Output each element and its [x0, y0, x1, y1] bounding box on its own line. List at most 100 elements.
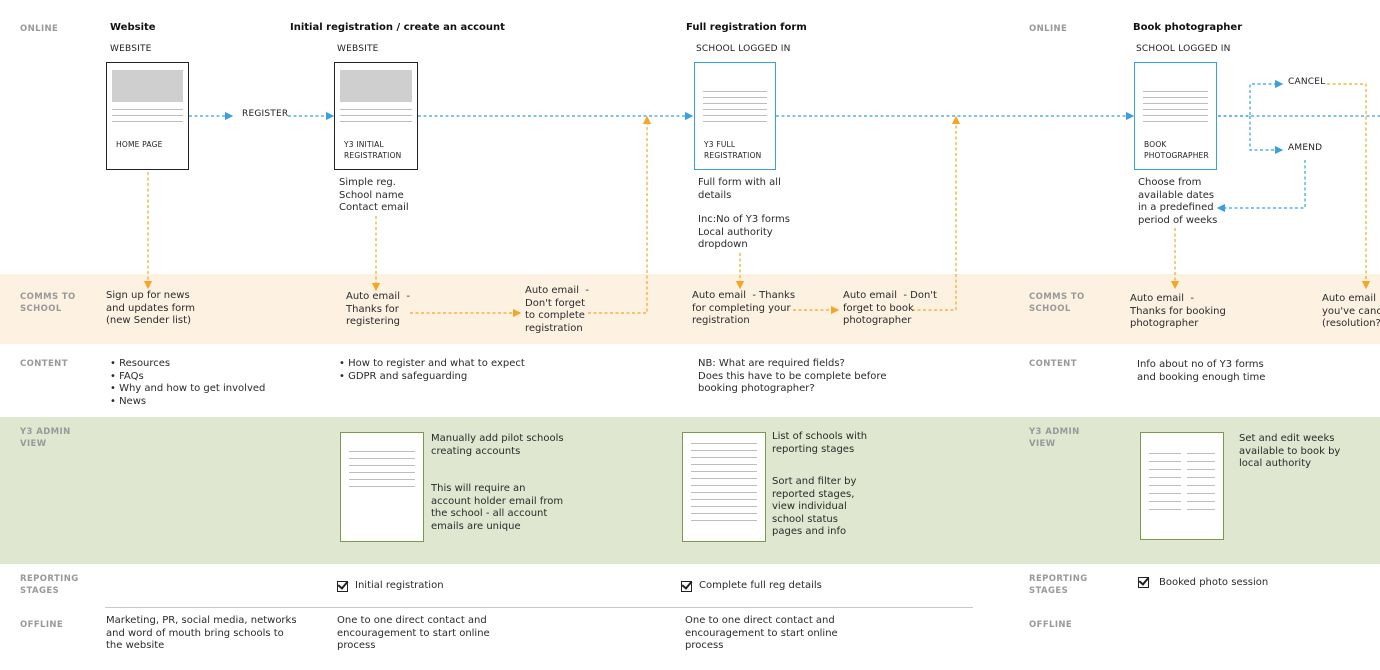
full-note-b: Inc:No of Y3 forms Local authority dropd… — [698, 214, 790, 250]
cancel-label[interactable]: CANCEL — [1288, 77, 1326, 87]
content-initial: • How to register and what to expect • G… — [339, 358, 525, 382]
reporting-full: Complete full reg details — [699, 580, 822, 591]
comms-cancelled: Auto email - you've cance (resolution?) — [1322, 293, 1380, 329]
admin-accounts-card[interactable] — [340, 432, 424, 542]
offline-full: One to one direct contact and encouragem… — [685, 615, 838, 651]
book-note: Choose from available dates in a predefi… — [1138, 177, 1218, 226]
arrow-book-reminder-up — [912, 115, 961, 311]
comms-signup: Sign up for news and updates form (new S… — [106, 290, 195, 326]
row-label-offline: OFFLINE — [20, 620, 64, 630]
stage-title-initial: Initial registration / create an account — [290, 22, 505, 33]
arrow-amend-back — [1216, 160, 1306, 213]
book-photographer-card[interactable]: BOOK PHOTOGRAPHER — [1134, 62, 1217, 170]
image-placeholder — [112, 70, 183, 102]
text-line — [691, 492, 757, 493]
text-line — [349, 451, 415, 452]
text-line — [703, 103, 767, 104]
reporting-initial: Initial registration — [355, 580, 444, 591]
admin-weeks-text: Set and edit weeks available to book by … — [1239, 433, 1341, 469]
admin-accounts-text-b: This will require an account holder emai… — [431, 483, 564, 532]
text-line — [1187, 469, 1215, 470]
row-label-comms: COMMS TO SCHOOL — [20, 292, 76, 314]
row-label-admin: Y3 ADMIN VIEW — [20, 427, 71, 449]
caption-initial: WEBSITE — [337, 44, 379, 54]
full-registration-card[interactable]: Y3 FULL REGISTRATION — [694, 62, 776, 170]
row-label-reporting-2: REPORTING STAGES — [1029, 574, 1088, 596]
text-line — [703, 97, 767, 98]
comms-band — [0, 274, 1380, 344]
comms-thanks-registering: Auto email - Thanks for registering — [346, 291, 410, 327]
text-line — [703, 115, 767, 116]
row-label-content: CONTENT — [20, 359, 68, 369]
text-line — [1187, 493, 1215, 494]
text-line — [112, 121, 183, 122]
text-line — [340, 115, 412, 116]
text-line — [1187, 485, 1215, 486]
text-line — [1187, 501, 1215, 502]
arrow-reminder-up — [588, 115, 652, 314]
stage-title-website: Website — [110, 22, 156, 33]
row-label-offline-2: OFFLINE — [1029, 620, 1073, 630]
content-full: NB: What are required fields? Does this … — [698, 358, 887, 394]
arrow-cancel-to-email — [1327, 83, 1371, 290]
caption-full: SCHOOL LOGGED IN — [696, 44, 791, 54]
text-line — [703, 121, 767, 122]
admin-schools-list-card[interactable] — [682, 432, 766, 542]
arrow-to-amend — [1249, 116, 1284, 155]
offline-initial: One to one direct contact and encouragem… — [337, 615, 490, 651]
text-line — [691, 478, 757, 479]
checkbox-initial-registration[interactable] — [337, 581, 348, 592]
text-line — [703, 109, 767, 110]
text-line — [691, 464, 757, 465]
offline-website: Marketing, PR, social media, networks an… — [106, 615, 297, 651]
text-line — [349, 458, 415, 459]
home-page-card[interactable]: HOME PAGE — [106, 62, 189, 170]
caption-website: WEBSITE — [110, 44, 152, 54]
text-line — [1149, 501, 1181, 502]
checkbox-full-registration[interactable] — [681, 581, 692, 592]
full-note-a: Full form with all details — [698, 177, 781, 201]
text-line — [691, 520, 757, 521]
text-line — [1143, 91, 1208, 92]
full-registration-label: Y3 FULL REGISTRATION — [704, 140, 762, 160]
arrow-to-cancel — [1218, 79, 1284, 117]
row-label-online: ONLINE — [20, 24, 59, 34]
text-line — [112, 109, 183, 110]
text-line — [691, 443, 757, 444]
text-line — [1143, 109, 1208, 110]
text-line — [691, 513, 757, 514]
caption-book: SCHOOL LOGGED IN — [1136, 44, 1231, 54]
content-website: • Resources • FAQs • Why and how to get … — [110, 358, 266, 407]
text-line — [1187, 477, 1215, 478]
text-line — [1149, 477, 1181, 478]
text-line — [691, 457, 757, 458]
text-line — [691, 485, 757, 486]
admin-weeks-card[interactable] — [1140, 432, 1224, 540]
reporting-book: Booked photo session — [1159, 577, 1269, 588]
text-line — [1143, 103, 1208, 104]
comms-thanks-booking: Auto email - Thanks for booking photogra… — [1130, 293, 1226, 329]
text-line — [1187, 453, 1215, 454]
text-line — [1143, 97, 1208, 98]
initial-registration-card[interactable]: Y3 INITIAL REGISTRATION — [334, 62, 418, 170]
text-line — [349, 479, 415, 480]
admin-schools-text-b: Sort and filter by reported stages, view… — [772, 476, 857, 537]
initial-registration-label: Y3 INITIAL REGISTRATION — [344, 140, 402, 160]
checkbox-booked-photo[interactable] — [1138, 577, 1149, 588]
stage-title-book: Book photographer — [1133, 22, 1243, 33]
text-line — [340, 121, 412, 122]
row-label-comms-2: COMMS TO SCHOOL — [1029, 292, 1085, 314]
offline-divider — [105, 607, 973, 608]
row-label-online-2: ONLINE — [1029, 24, 1068, 34]
amend-label[interactable]: AMEND — [1288, 143, 1323, 153]
text-line — [1149, 509, 1181, 510]
text-line — [1143, 121, 1208, 122]
text-line — [349, 472, 415, 473]
content-book: Info about no of Y3 forms and booking en… — [1137, 359, 1266, 383]
text-line — [691, 499, 757, 500]
text-line — [1187, 461, 1215, 462]
text-line — [1187, 509, 1215, 510]
text-line — [691, 506, 757, 507]
book-photographer-label: BOOK PHOTOGRAPHER — [1144, 140, 1209, 160]
